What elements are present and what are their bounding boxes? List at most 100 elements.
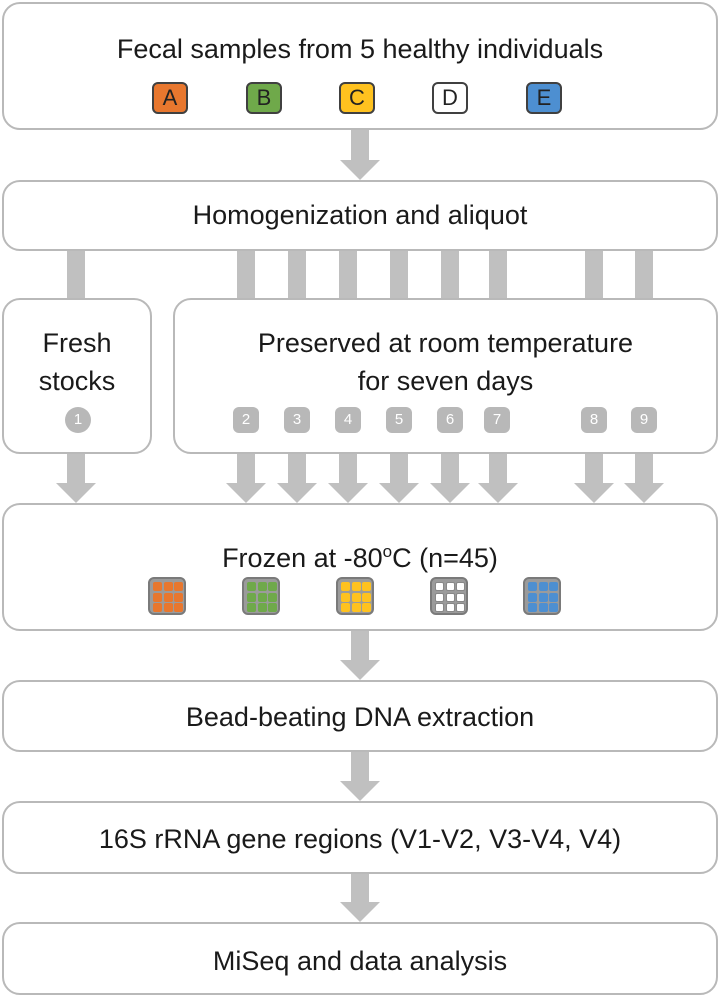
plate-well (456, 603, 465, 612)
down-arrow (379, 454, 419, 503)
plate-well (456, 582, 465, 591)
plate-well (362, 603, 371, 612)
connector-bar (339, 251, 357, 298)
down-arrow (430, 454, 470, 503)
plate-well (153, 582, 162, 591)
plate-e-icon (523, 577, 561, 615)
plate-well (163, 582, 173, 591)
fecal-samples-box: Fecal samples from 5 healthy individuals… (2, 2, 718, 130)
plate-well (341, 582, 350, 591)
plate-well (163, 603, 173, 612)
plate-a-icon (148, 577, 186, 615)
plate-well (351, 592, 361, 602)
down-arrow (340, 130, 380, 180)
aliquot-badge-4: 4 (335, 407, 361, 433)
plate-well (174, 603, 183, 612)
plate-well (247, 592, 256, 602)
aliquot-badge-3: 3 (284, 407, 310, 433)
aliquot-badge-5: 5 (386, 407, 412, 433)
plate-well (538, 592, 548, 602)
connector-bar (288, 251, 306, 298)
preserved-label-line2: for seven days (357, 366, 534, 396)
aliquot-badge-7: 7 (484, 407, 510, 433)
fresh-label-line2: stocks (38, 366, 116, 396)
plate-well (528, 582, 537, 591)
sample-e: E (526, 82, 562, 114)
connector-bar (441, 251, 459, 298)
down-arrow (226, 454, 266, 503)
frozen-label: Frozen at -80oC (n=45) (4, 535, 716, 575)
plate-well (528, 592, 537, 602)
aliquot-badge-9: 9 (631, 407, 657, 433)
plate-well (362, 592, 371, 602)
plate-well (445, 603, 455, 612)
connector-bar (585, 251, 603, 298)
plate-well (538, 582, 548, 591)
plate-well (268, 592, 277, 602)
connector-bar (390, 251, 408, 298)
plate-well (445, 582, 455, 591)
plate-b-icon (242, 577, 280, 615)
homogenization-box: Homogenization and aliquot (2, 180, 718, 251)
frozen-label-degree: o (382, 542, 393, 561)
sample-c: C (339, 82, 375, 114)
plate-well (549, 592, 558, 602)
down-arrow (340, 631, 380, 680)
plate-well (445, 592, 455, 602)
aliquot-badge-6: 6 (437, 407, 463, 433)
sample-d: D (432, 82, 468, 114)
plate-well (341, 592, 350, 602)
fresh-label-line1: Fresh (42, 328, 112, 358)
connector-bar (489, 251, 507, 298)
plate-well (351, 603, 361, 612)
down-arrow (624, 454, 664, 503)
plate-well (268, 603, 277, 612)
plate-well (153, 603, 162, 612)
connector-bar (635, 251, 653, 298)
fecal-samples-title: Fecal samples from 5 healthy individuals (116, 34, 604, 64)
plate-well (435, 592, 444, 602)
homogenization-label: Homogenization and aliquot (192, 200, 528, 230)
plate-well (456, 592, 465, 602)
down-arrow (277, 454, 317, 503)
aliquot-badge-1: 1 (65, 407, 91, 433)
extraction-box: Bead-beating DNA extraction (2, 680, 718, 752)
plate-well (528, 603, 537, 612)
plate-well (351, 582, 361, 591)
sample-a: A (152, 82, 188, 114)
down-arrow (56, 454, 96, 503)
down-arrow (340, 752, 380, 801)
extraction-label: Bead-beating DNA extraction (185, 702, 535, 732)
down-arrow (478, 454, 518, 503)
preserved-label-line1: Preserved at room temperature (257, 328, 634, 358)
plate-well (247, 582, 256, 591)
connector-bar (67, 251, 85, 298)
plate-c-icon (336, 577, 374, 615)
connector-bar (237, 251, 255, 298)
plate-well (257, 603, 267, 612)
aliquot-badge-2: 2 (233, 407, 259, 433)
down-arrow (340, 874, 380, 922)
plate-well (153, 592, 162, 602)
fresh-stocks-box: Fresh stocks (2, 298, 152, 454)
plate-well (435, 582, 444, 591)
frozen-label-prefix: Frozen at -80 (222, 543, 383, 573)
miseq-box: MiSeq and data analysis (2, 922, 718, 995)
plate-well (341, 603, 350, 612)
plate-well (163, 592, 173, 602)
plate-well (549, 603, 558, 612)
down-arrow (574, 454, 614, 503)
plate-well (247, 603, 256, 612)
plate-well (549, 582, 558, 591)
plate-well (174, 592, 183, 602)
plate-well (538, 603, 548, 612)
plate-d-icon (430, 577, 468, 615)
plate-well (268, 582, 277, 591)
plate-well (435, 603, 444, 612)
down-arrow (328, 454, 368, 503)
regions-label: 16S rRNA gene regions (V1-V2, V3-V4, V4) (98, 824, 622, 854)
plate-well (174, 582, 183, 591)
miseq-label: MiSeq and data analysis (212, 946, 508, 976)
sample-b: B (246, 82, 282, 114)
